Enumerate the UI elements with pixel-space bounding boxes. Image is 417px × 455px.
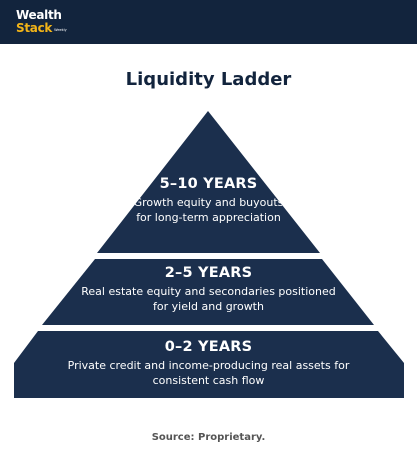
tier-middle-text: 2–5 YEARS Real estate equity and seconda… <box>0 264 417 314</box>
source-note: Source: Proprietary. <box>151 432 266 443</box>
pyramid-tier-middle <box>42 259 374 325</box>
tier-middle-description: Real estate equity and secondaries posit… <box>81 285 336 313</box>
pyramid-tier-bottom <box>14 331 404 398</box>
brand-line1: Wealth <box>16 8 62 22</box>
diagram-title: Liquidity Ladder <box>125 69 292 90</box>
tier-top-text: 5–10 YEARS Growth equity and buyouts for… <box>0 175 417 225</box>
brand-line3: Weekly <box>54 28 67 32</box>
tier-top-description: Growth equity and buyouts for long-term … <box>133 196 284 224</box>
tier-middle-heading: 2–5 YEARS <box>164 265 253 281</box>
tier-bottom-text: 0–2 YEARS Private credit and income-prod… <box>0 338 417 388</box>
tier-bottom-heading: 0–2 YEARS <box>164 339 253 355</box>
pyramid-tier-top <box>97 111 320 253</box>
tier-bottom-description: Private credit and income-producing real… <box>67 359 350 387</box>
tier-top-heading: 5–10 YEARS <box>159 176 258 192</box>
brand-line2: Stack <box>16 21 53 35</box>
